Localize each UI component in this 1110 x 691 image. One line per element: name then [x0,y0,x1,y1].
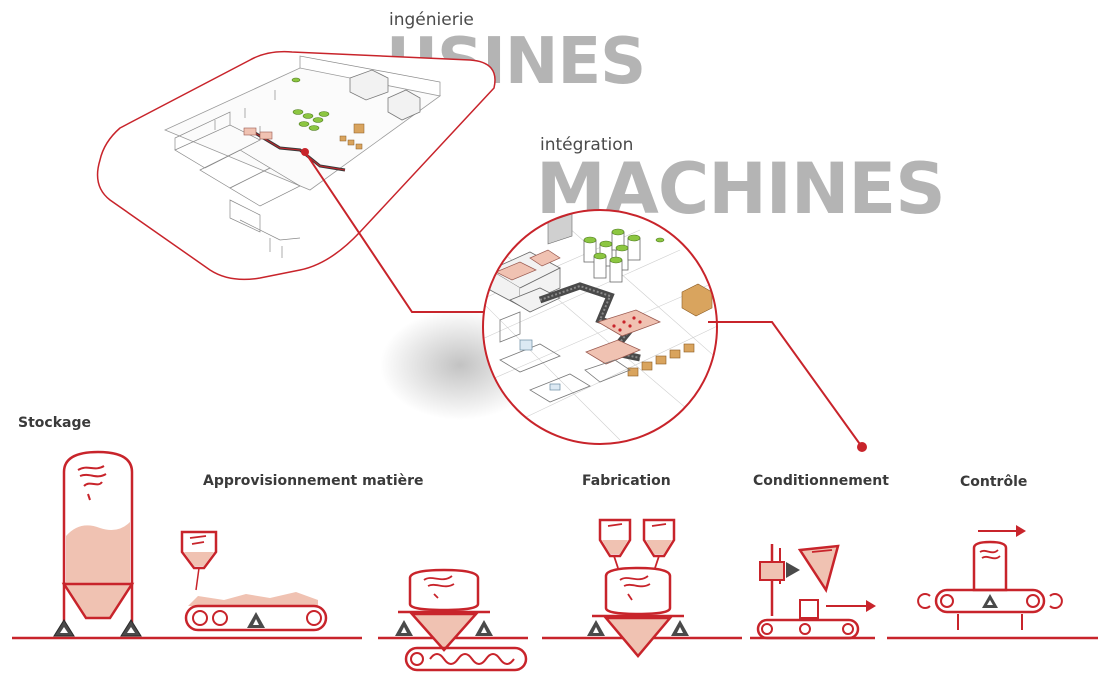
truck-icon [349,69,421,121]
stage-label-approvisionnement: Approvisionnement matière [203,473,424,489]
factory-plan [96,50,496,281]
support-foot-icon [53,619,142,637]
tank-icon [583,228,665,264]
usines-subtitle: ingénierie [389,10,474,30]
zoom-detail [380,209,718,445]
box-icon [339,123,365,150]
support-foot-icon [587,620,689,636]
tank-icon [291,77,330,131]
connector-line [708,321,863,448]
stage-label-controle: Contrôle [960,474,1028,490]
mixer-screw [398,568,528,672]
machines-subtitle: intégration [540,135,634,155]
fabrication-mixer [592,518,684,658]
stage-label-stockage: Stockage [18,415,91,431]
conditionnement-machine [756,544,876,640]
support-foot-icon [247,612,265,628]
connector-dot [857,442,867,452]
stage-label-fabrication: Fabrication [582,473,671,489]
box-icon [627,283,713,377]
approvisionnement-conveyor [180,530,328,632]
stockage-silo [61,450,135,628]
controle-station [917,525,1063,630]
support-foot-icon [395,620,493,636]
stage-label-conditionnement: Conditionnement [753,473,889,489]
